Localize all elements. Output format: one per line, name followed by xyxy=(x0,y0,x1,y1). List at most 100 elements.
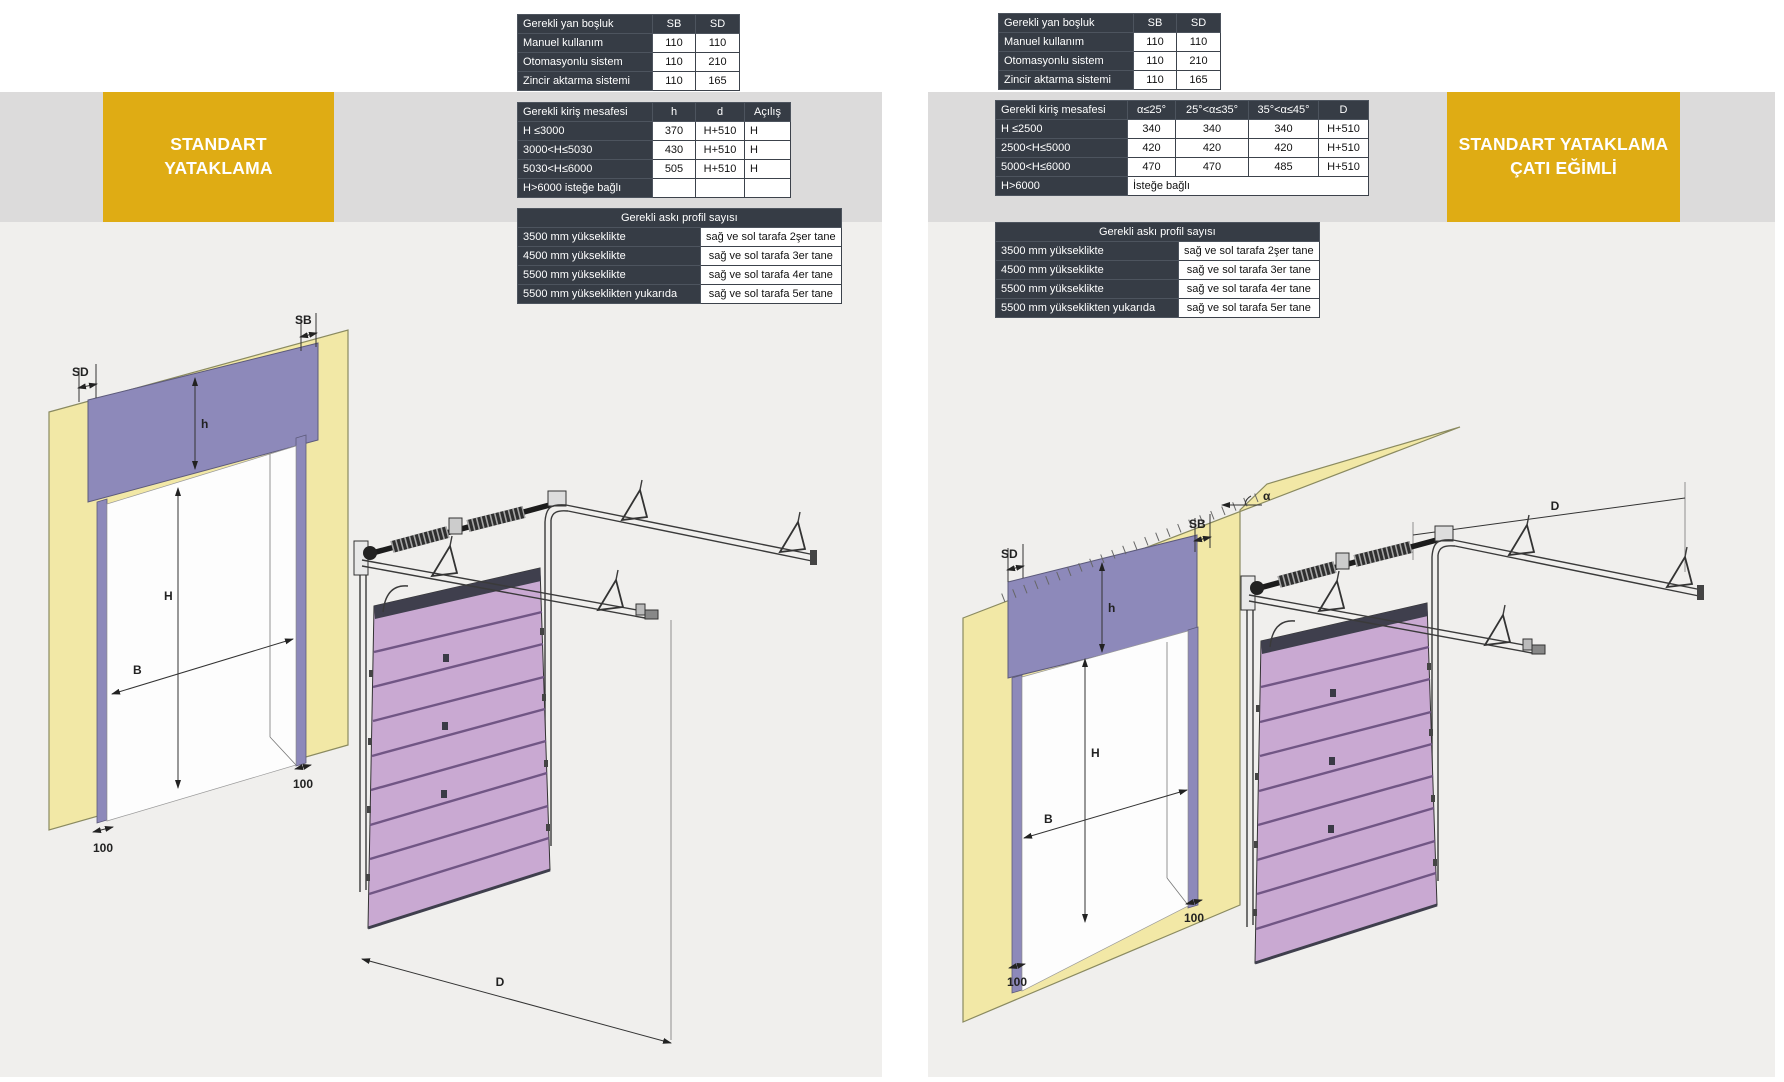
table-cell: sağ ve sol tarafa 4er tane xyxy=(700,265,842,285)
right-profile-table: Gerekli askı profil sayısı 3500 mm yükse… xyxy=(995,222,1320,318)
table-cell: H+510 xyxy=(1318,157,1369,177)
table-title-cell: Gerekli askı profil sayısı xyxy=(517,208,842,228)
table-row: 2500<H≤5000 420 420 420 H+510 xyxy=(995,138,1369,158)
table-cell: H xyxy=(744,121,791,141)
table-row: H>6000 İsteğe bağlı xyxy=(995,176,1369,196)
table-row: 3500 mm yükseklikte sağ ve sol tarafa 2ş… xyxy=(995,241,1320,261)
table-header-cell: 35°<α≤45° xyxy=(1248,100,1319,120)
dim-label-H: H xyxy=(1091,746,1100,760)
left-side-clearance-table: Gerekli yan boşluk SB SD Manuel kullanım… xyxy=(517,14,740,91)
dim-label-h: h xyxy=(201,417,208,431)
table-row: H>6000 isteğe bağlı xyxy=(517,178,791,198)
purple-lintel xyxy=(87,342,319,503)
right-title-line1: STANDART YATAKLAMA xyxy=(1458,134,1669,155)
door-mechanism xyxy=(353,479,817,930)
hanger-bracket xyxy=(620,487,649,522)
left-technical-drawing: SD SB h H B 100 100 D xyxy=(48,313,817,1044)
dim-label-B: B xyxy=(133,663,142,677)
table-cell: 340 xyxy=(1175,119,1249,139)
dim-label-sb: SB xyxy=(295,313,312,327)
table-header-cell: SB xyxy=(652,14,696,34)
table-cell: 110 xyxy=(695,33,740,53)
table-cell: 5000<H≤6000 xyxy=(995,157,1128,177)
hanger-bracket xyxy=(596,577,625,612)
table-row: 5000<H≤6000 470 470 485 H+510 xyxy=(995,157,1369,177)
left-100-arrow xyxy=(92,826,114,833)
dim-label-D: D xyxy=(1551,499,1560,513)
left-profile-table: Gerekli askı profil sayısı 3500 mm yükse… xyxy=(517,208,842,304)
table-cell: H xyxy=(744,140,791,160)
lower-rail xyxy=(361,559,649,613)
table-cell: 210 xyxy=(1176,51,1221,71)
upper-rail xyxy=(565,504,816,556)
table-cell: 110 xyxy=(652,33,696,53)
sd-dimension-arrow xyxy=(1006,564,1025,572)
rail-end-bracket xyxy=(644,609,659,620)
table-cell: 2500<H≤5000 xyxy=(995,138,1128,158)
dim-label-alpha: α xyxy=(1263,489,1271,503)
purple-right-post xyxy=(1187,626,1199,909)
table-cell: Manuel kullanım xyxy=(998,32,1134,52)
table-row: Zincir aktarma sistemi 110 165 xyxy=(998,70,1221,90)
table-cell: 110 xyxy=(1133,32,1177,52)
table-row: Gerekli kiriş mesafesi h d Açılış xyxy=(517,102,791,122)
table-row: 4500 mm yükseklikte sağ ve sol tarafa 3e… xyxy=(517,246,842,266)
table-row: 5500 mm yükseklikten yukarıda sağ ve sol… xyxy=(517,284,842,304)
table-cell: Zincir aktarma sistemi xyxy=(517,71,653,91)
right-100-arrow xyxy=(1185,899,1203,905)
sd-dimension-arrow xyxy=(77,382,98,390)
table-cell xyxy=(744,178,791,198)
panel-bolt xyxy=(442,722,448,730)
hanger-bracket xyxy=(430,543,459,578)
table-row: Zincir aktarma sistemi 110 165 xyxy=(517,71,740,91)
panel-bolt xyxy=(443,654,449,662)
table-cell xyxy=(652,178,696,198)
table-cell: 4500 mm yükseklikte xyxy=(517,246,701,266)
opening-fold-line xyxy=(269,736,297,766)
purple-right-post xyxy=(295,434,307,767)
table-row: Gerekli askı profil sayısı xyxy=(995,222,1320,242)
table-cell: 420 xyxy=(1248,138,1319,158)
table-cell: 5500 mm yükseklikten yukarıda xyxy=(517,284,701,304)
table-title-cell: Gerekli askı profil sayısı xyxy=(995,222,1320,242)
cable-drum xyxy=(363,546,377,560)
table-cell: H>6000 xyxy=(995,176,1128,196)
table-cell: 470 xyxy=(1127,157,1176,177)
table-title-cell: Gerekli yan boşluk xyxy=(998,13,1134,33)
table-cell: 3000<H≤5030 xyxy=(517,140,653,160)
table-cell: sağ ve sol tarafa 5er tane xyxy=(1178,298,1320,318)
table-cell: 340 xyxy=(1248,119,1319,139)
table-cell: 485 xyxy=(1248,157,1319,177)
center-bearing xyxy=(448,517,463,535)
table-cell: 3500 mm yükseklikte xyxy=(517,227,701,247)
table-cell: 3500 mm yükseklikte xyxy=(995,241,1179,261)
table-cell: Otomasyonlu sistem xyxy=(998,51,1134,71)
table-row: Gerekli yan boşluk SB SD xyxy=(517,14,740,34)
D-dimension-line xyxy=(1412,497,1686,536)
table-cell: 5500 mm yükseklikten yukarıda xyxy=(995,298,1179,318)
right-dimensions: SD SB h H B 100 100 D xyxy=(1001,482,1686,989)
table-cell: H ≤2500 xyxy=(995,119,1128,139)
table-header-cell: SB xyxy=(1133,13,1177,33)
table-row: 3500 mm yükseklikte sağ ve sol tarafa 2ş… xyxy=(517,227,842,247)
door-opening xyxy=(106,445,297,822)
dim-label-sd: SD xyxy=(72,365,89,379)
table-title-cell: Gerekli yan boşluk xyxy=(517,14,653,34)
table-cell: sağ ve sol tarafa 2şer tane xyxy=(1178,241,1320,261)
table-cell: 340 xyxy=(1127,119,1176,139)
dim-label-100-right: 100 xyxy=(1184,911,1204,925)
table-cell: 165 xyxy=(695,71,740,91)
table-cell: 420 xyxy=(1127,138,1176,158)
table-cell: 210 xyxy=(695,52,740,72)
table-row: H ≤2500 340 340 340 H+510 xyxy=(995,119,1369,139)
table-row: Manuel kullanım 110 110 xyxy=(517,33,740,53)
door-mechanism xyxy=(1241,515,1704,963)
table-cell: H+510 xyxy=(1318,119,1369,139)
dim-label-B: B xyxy=(1044,812,1053,826)
horizontal-rails xyxy=(361,479,817,620)
table-header-cell: h xyxy=(652,102,696,122)
opening-fold-line xyxy=(1166,877,1189,906)
table-header-cell: α≤25° xyxy=(1127,100,1176,120)
table-cell: sağ ve sol tarafa 2şer tane xyxy=(700,227,842,247)
